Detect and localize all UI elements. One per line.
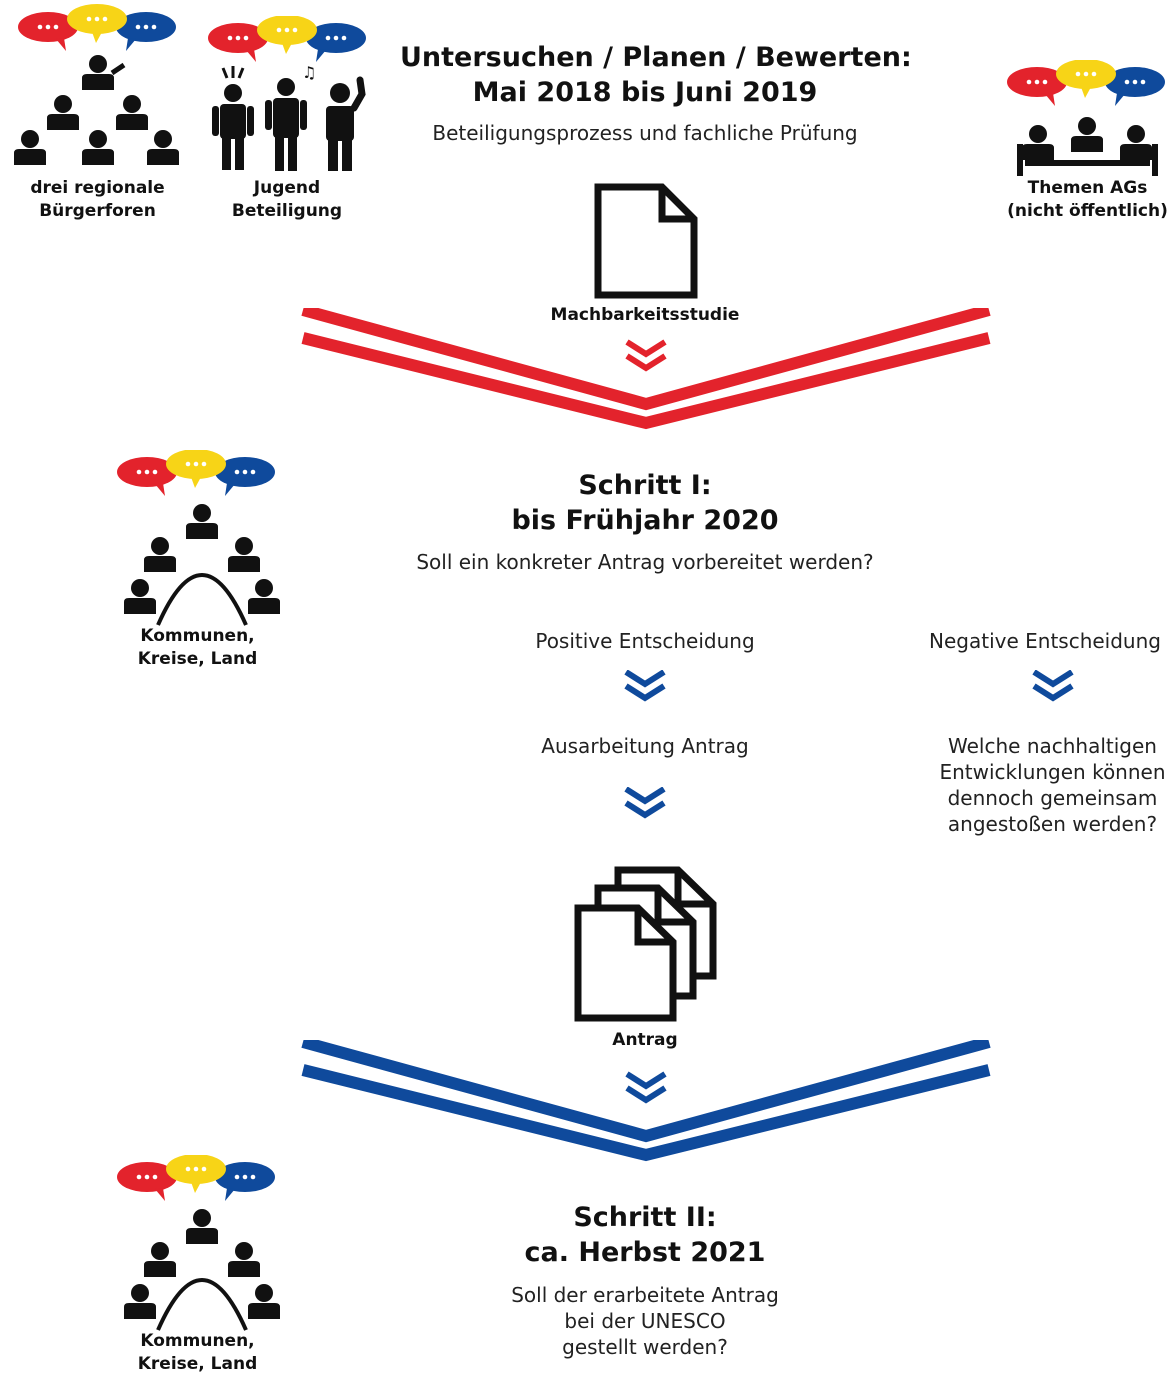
document-icon — [594, 183, 698, 299]
step2-actors-group — [115, 1155, 290, 1335]
documents-stack-icon — [573, 866, 721, 1026]
svg-text:♫: ♫ — [302, 63, 316, 82]
youth-group-icon: ♫ — [208, 16, 366, 171]
themen-ags-group — [1005, 60, 1170, 178]
double-chevron-down-icon — [627, 1074, 665, 1100]
step1-question: Soll ein konkreter Antrag vorbereitet we… — [416, 550, 874, 574]
arch-group-icon — [115, 1155, 290, 1335]
study-label: Machbarkeitsstudie — [550, 305, 740, 325]
blue-funnel-arrow — [300, 1040, 992, 1165]
step1-actors-label: Kommunen,Kreise, Land — [137, 626, 258, 669]
red-funnel-arrow — [300, 308, 992, 433]
people-group-icon — [14, 4, 179, 165]
step2-actors-label: Kommunen,Kreise, Land — [137, 1331, 258, 1374]
header-subtitle: Beteiligungsprozess und fachliche Prüfun… — [432, 121, 858, 145]
negative-decision: Negative Entscheidung — [929, 629, 1161, 653]
double-chevron-down-icon — [624, 787, 666, 821]
arch-group-icon — [115, 450, 290, 630]
positive-decision: Positive Entscheidung — [535, 629, 755, 653]
jugend-group: ♫ — [200, 16, 375, 176]
meeting-table-icon — [1007, 60, 1165, 176]
buergerforen-group — [8, 3, 188, 178]
header-title: Untersuchen / Planen / Bewerten: Mai 201… — [400, 42, 912, 108]
step2-title: Schritt II: ca. Herbst 2021 — [524, 1202, 766, 1268]
double-chevron-down-icon — [624, 670, 666, 704]
double-chevron-down-icon — [627, 342, 665, 368]
double-chevron-down-icon — [1032, 670, 1074, 704]
themen-ags-label: Themen AGs(nicht öffentlich) — [1007, 178, 1168, 221]
step1-title: Schritt I: bis Frühjahr 2020 — [511, 470, 779, 536]
step1-actors-group — [115, 450, 290, 630]
elaboration-label: Ausarbeitung Antrag — [541, 734, 749, 758]
application-label: Antrag — [612, 1030, 678, 1050]
